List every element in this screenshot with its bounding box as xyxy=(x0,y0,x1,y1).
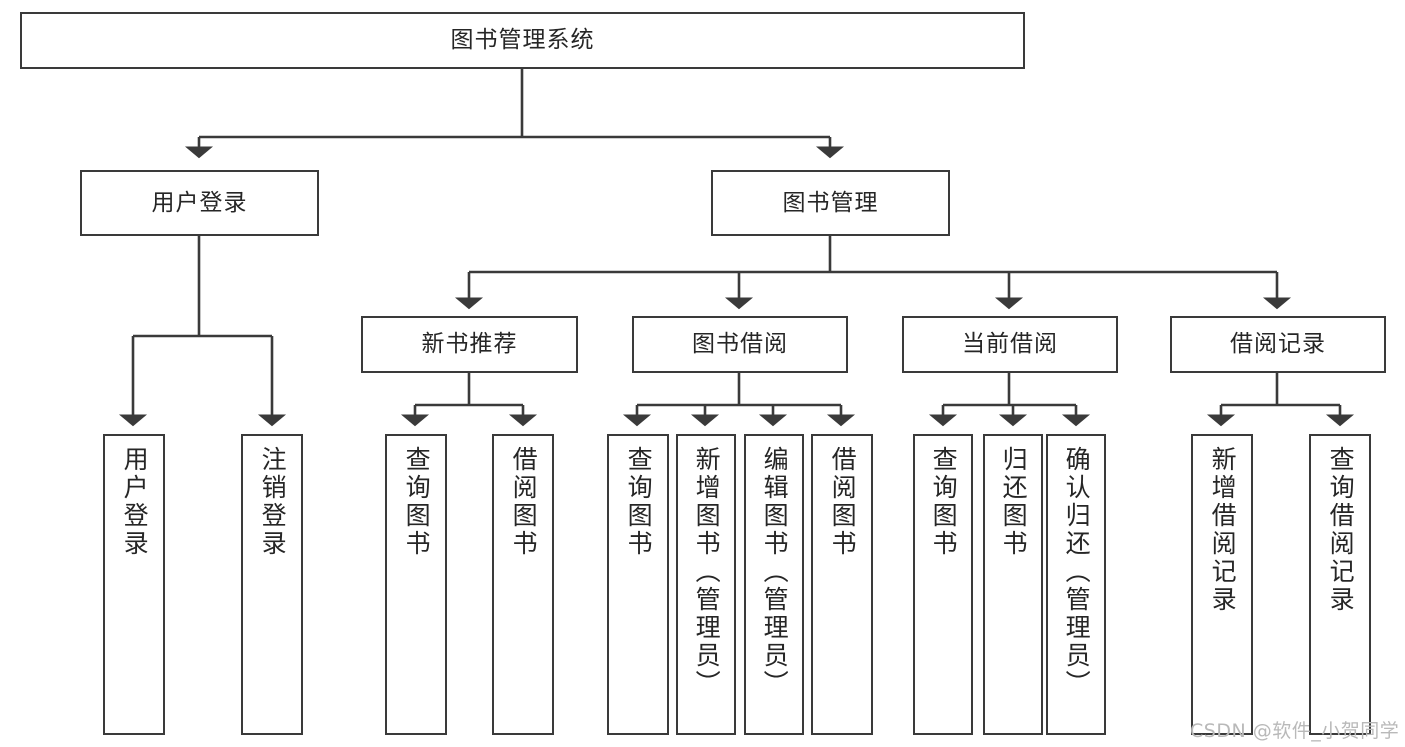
leaf-rec-query-record[interactable]: 查询借阅记录 xyxy=(1309,434,1371,735)
leaf-cur-confirm-return[interactable]: 确认归还（管理员） xyxy=(1046,434,1106,735)
node-label: 新增借阅记录 xyxy=(1208,446,1238,614)
leaf-borrow-query-book[interactable]: 查询图书 xyxy=(607,434,669,735)
node-label: 新增图书（管理员） xyxy=(692,446,722,698)
node-root-system[interactable]: 图书管理系统 xyxy=(20,12,1025,69)
node-label: 编辑图书（管理员） xyxy=(760,446,790,698)
node-label: 新书推荐 xyxy=(421,331,518,358)
node-label: 用户登录 xyxy=(151,189,248,216)
leaf-rec-borrow-book[interactable]: 借阅图书 xyxy=(492,434,554,735)
leaf-rec-query-book[interactable]: 查询图书 xyxy=(385,434,447,735)
node-borrow-record[interactable]: 借阅记录 xyxy=(1170,316,1386,373)
node-label: 查询借阅记录 xyxy=(1326,446,1356,614)
leaf-borrow-add-book[interactable]: 新增图书（管理员） xyxy=(676,434,736,735)
node-label: 当前借阅 xyxy=(962,331,1058,358)
node-label: 借阅图书 xyxy=(509,446,539,558)
node-label: 查询图书 xyxy=(402,446,432,558)
node-label: 图书管理系统 xyxy=(450,27,595,54)
node-label: 借阅记录 xyxy=(1230,331,1326,358)
node-new-book-recommend[interactable]: 新书推荐 xyxy=(361,316,578,373)
leaf-cur-query-book[interactable]: 查询图书 xyxy=(913,434,973,735)
node-current-borrow[interactable]: 当前借阅 xyxy=(902,316,1118,373)
node-label: 借阅图书 xyxy=(828,446,858,558)
leaf-borrow-edit-book[interactable]: 编辑图书（管理员） xyxy=(744,434,804,735)
node-label: 查询图书 xyxy=(624,446,654,558)
node-label: 确认归还（管理员） xyxy=(1062,446,1092,698)
csdn-watermark: CSDN @软件_小贺同学 xyxy=(1190,720,1400,742)
node-label: 用户登录 xyxy=(120,446,150,558)
node-label: 图书借阅 xyxy=(692,331,788,358)
node-user-login[interactable]: 用户登录 xyxy=(80,170,319,236)
node-book-manage[interactable]: 图书管理 xyxy=(711,170,950,236)
leaf-rec-add-record[interactable]: 新增借阅记录 xyxy=(1191,434,1253,735)
leaf-user-logout[interactable]: 注销登录 xyxy=(241,434,303,735)
node-label: 查询图书 xyxy=(929,446,959,558)
node-label: 图书管理 xyxy=(782,189,879,216)
node-book-borrow[interactable]: 图书借阅 xyxy=(632,316,848,373)
leaf-cur-return-book[interactable]: 归还图书 xyxy=(983,434,1043,735)
node-label: 注销登录 xyxy=(258,446,288,558)
leaf-borrow-lend-book[interactable]: 借阅图书 xyxy=(811,434,873,735)
leaf-user-login[interactable]: 用户登录 xyxy=(103,434,165,735)
node-label: 归还图书 xyxy=(999,446,1029,558)
